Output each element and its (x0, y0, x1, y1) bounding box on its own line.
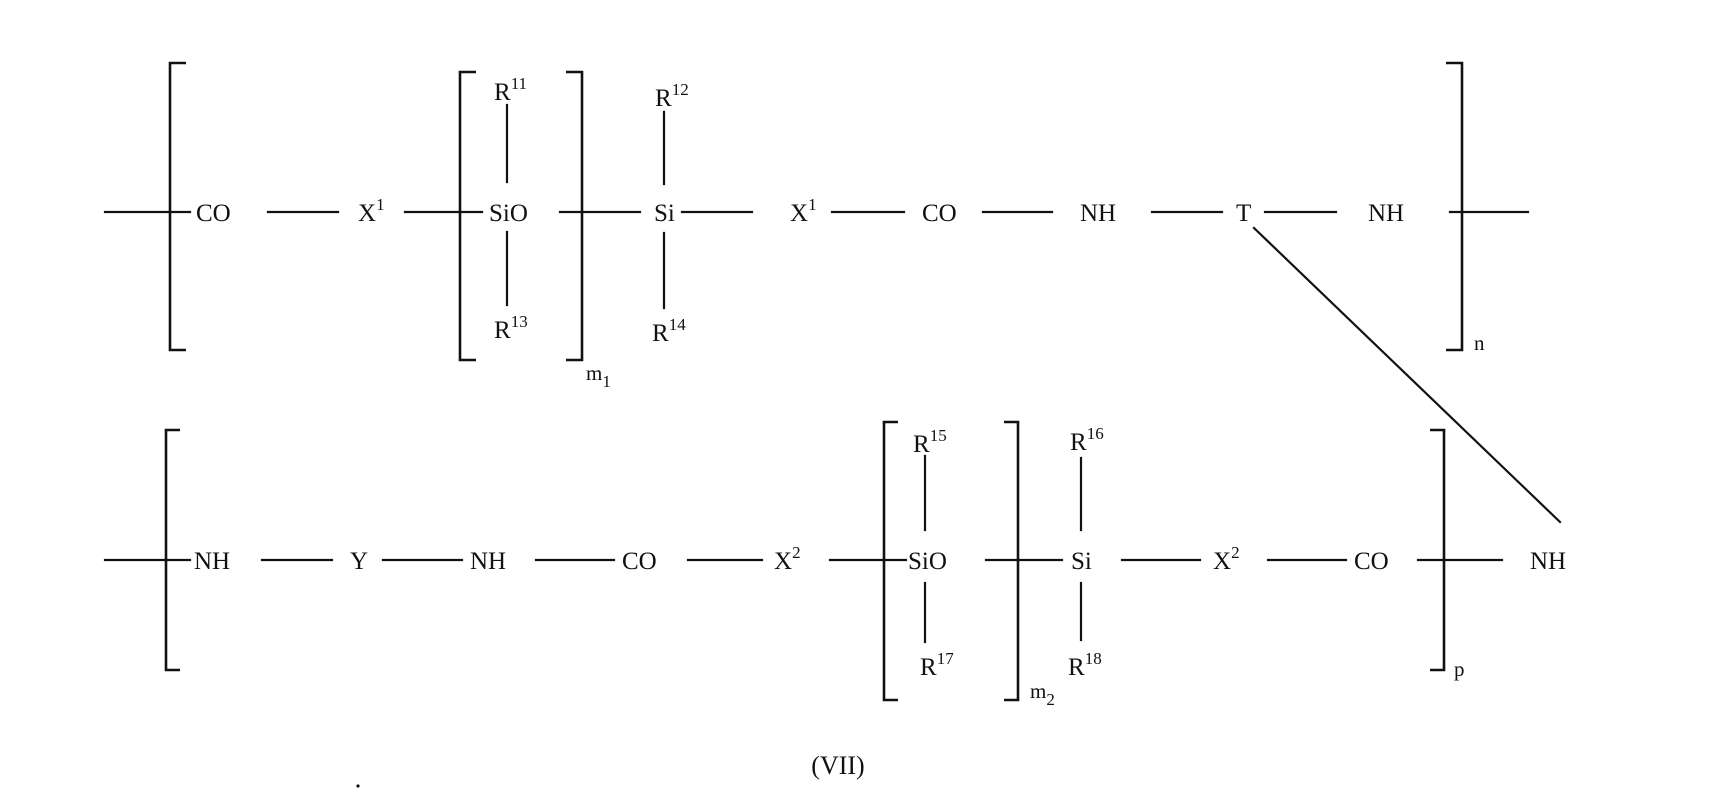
nh-group: NH (1368, 200, 1404, 227)
formula-row-1: CO X1 SiO R11 R13 m1 Si R12 R14 X1 CO NH… (105, 63, 1560, 522)
m1-subscript: m1 (586, 361, 611, 391)
si-atom: Si (1071, 548, 1092, 575)
r11-substituent: R11 (494, 74, 527, 106)
nh-group: NH (194, 548, 230, 575)
formula-row-2: NH Y NH CO X2 SiO R15 R17 m2 Si R16 R18 … (105, 422, 1566, 709)
co-group: CO (196, 200, 231, 227)
m2-subscript: m2 (1030, 679, 1055, 709)
x2-group: X2 (1213, 543, 1240, 575)
bond-t-to-nh (1254, 228, 1560, 522)
bracket-m1-left (460, 72, 476, 360)
bracket-p-left (166, 430, 180, 670)
bracket-p-right (1430, 430, 1444, 670)
y-group: Y (350, 548, 368, 575)
r15-substituent: R15 (913, 426, 947, 458)
t-group: T (1236, 200, 1251, 227)
r13-substituent: R13 (494, 312, 528, 344)
nh-terminal-group: NH (1530, 548, 1566, 575)
r18-substituent: R18 (1068, 649, 1102, 681)
bracket-n-left (170, 63, 186, 350)
r12-substituent: R12 (655, 80, 689, 112)
r14-substituent: R14 (652, 315, 686, 347)
x1-group: X1 (790, 195, 817, 227)
nh-group: NH (1080, 200, 1116, 227)
sio-group: SiO (908, 548, 947, 575)
r17-substituent: R17 (920, 649, 954, 681)
bracket-n-right (1446, 63, 1462, 350)
co-group: CO (622, 548, 657, 575)
bracket-m1-right (566, 72, 582, 360)
r16-substituent: R16 (1070, 424, 1104, 456)
stray-dot (356, 784, 359, 787)
formula-caption: (VII) (811, 751, 864, 780)
sio-group: SiO (489, 200, 528, 227)
si-atom: Si (654, 200, 675, 227)
p-subscript: p (1454, 657, 1465, 681)
co-group: CO (922, 200, 957, 227)
x2-group: X2 (774, 543, 801, 575)
n-subscript: n (1474, 331, 1485, 355)
x1-group: X1 (358, 195, 385, 227)
nh-group: NH (470, 548, 506, 575)
co-group: CO (1354, 548, 1389, 575)
